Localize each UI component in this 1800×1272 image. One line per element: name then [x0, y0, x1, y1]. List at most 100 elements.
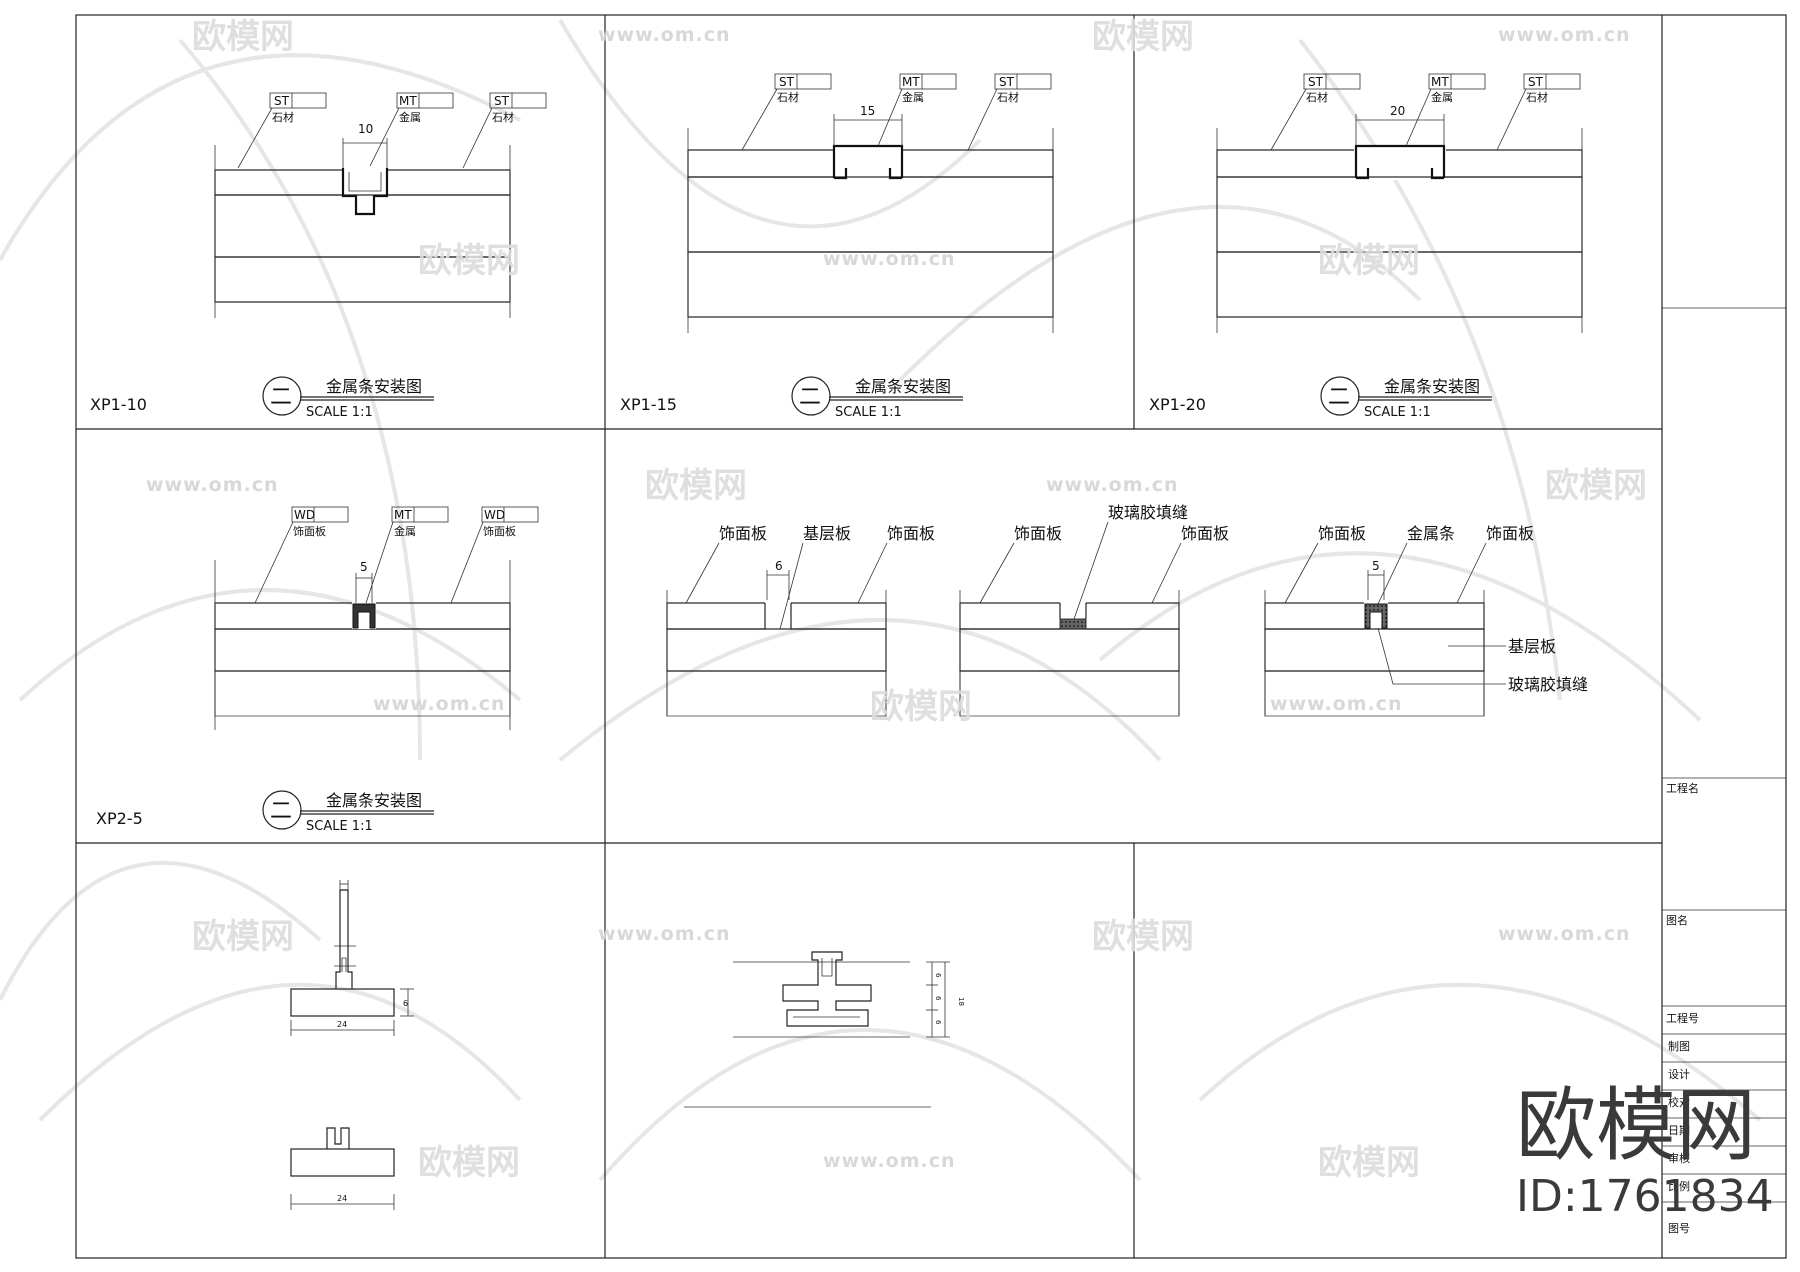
detail-scale: SCALE 1:1: [1364, 405, 1431, 420]
detail-circle-label: 二: [1328, 385, 1350, 410]
detail-xp1-20: 20 ST 石材 MT 金属 ST 石材 XP1-20 二 金属条安装图 SCA…: [1149, 73, 1583, 420]
tag-code: ST: [274, 94, 290, 108]
dim-label: 6: [775, 559, 783, 573]
tb-drawn: 制图: [1668, 1040, 1690, 1053]
dim-label: 6: [934, 973, 942, 978]
watermark-layer: www.om.cn www.om.cn www.om.cn www.om.cn …: [146, 17, 1647, 1183]
tag-name: 金属: [394, 524, 416, 538]
watermark-brand: 欧模网: [870, 687, 972, 727]
tb-project-no: 工程号: [1666, 1012, 1699, 1025]
tb-design: 设计: [1668, 1068, 1690, 1081]
dim-label: 6: [934, 1020, 942, 1025]
dim-label: 5: [1372, 559, 1380, 573]
brand-stamp: 欧模网 ID:1761834: [1516, 1079, 1774, 1222]
watermark-url: www.om.cn: [598, 923, 731, 945]
detail-code: XP2-5: [96, 809, 143, 828]
detail-scale: SCALE 1:1: [835, 405, 902, 420]
callout-panel: 饰面板: [1486, 524, 1534, 543]
callout-metal-strip: 金属条: [1407, 524, 1455, 543]
tag-code: MT: [902, 75, 920, 89]
watermark-brand: 欧模网: [1545, 466, 1647, 506]
tb-sheet-no: 图号: [1668, 1222, 1690, 1235]
watermark-url: www.om.cn: [1270, 693, 1403, 715]
detail-code: XP1-15: [620, 395, 677, 414]
title-block: 工程名 图名 工程号 制图 设计 校对 日期 审核 比例 图号: [1662, 307, 1786, 1235]
detail-xp2-5: 5 WD 饰面板 MT 金属 WD 饰面板 XP2-5 二 金属条安装图 SCA…: [96, 506, 539, 834]
tag-code: ST: [999, 75, 1015, 89]
dim-label: 5: [360, 560, 368, 574]
callout-base: 基层板: [1508, 637, 1556, 656]
watermark-url: www.om.cn: [1498, 24, 1631, 46]
tag-name: 饰面板: [483, 524, 516, 538]
detail-xp1-15: 15 ST 石材 MT 金属 ST 石材 XP1-15 二 金属条安装图 SCA…: [620, 73, 1054, 420]
watermark-brand: 欧模网: [1318, 241, 1420, 281]
tag-name: 金属: [902, 90, 924, 104]
detail-code: XP1-20: [1149, 395, 1206, 414]
watermark-brand: 欧模网: [1092, 17, 1194, 57]
callout-panel: 饰面板: [1014, 524, 1062, 543]
brand-stamp-id: ID:1761834: [1516, 1171, 1774, 1222]
callout-glue: 玻璃胶填缝: [1508, 675, 1588, 694]
tag-code: MT: [1431, 75, 1449, 89]
detail-scale: SCALE 1:1: [306, 819, 373, 834]
callout-glue: 玻璃胶填缝: [1108, 503, 1188, 522]
detail-title: 金属条安装图: [1384, 377, 1480, 396]
callout-base: 基层板: [803, 524, 851, 543]
tag-name: 石材: [272, 110, 294, 124]
detail-title: 金属条安装图: [855, 377, 951, 396]
detail-circle-label: 二: [270, 799, 292, 824]
callout-panel: 饰面板: [719, 524, 767, 543]
tag-code: MT: [399, 94, 417, 108]
watermark-url: www.om.cn: [146, 474, 279, 496]
callout-panel: 饰面板: [1318, 524, 1366, 543]
watermark-url: www.om.cn: [1498, 923, 1631, 945]
detail-xp1-10: 10 ST 石材 MT 金属 ST 石材 XP1-10 二 金属条安装图 SCA…: [90, 92, 547, 420]
profile-strip-b: 24: [290, 1127, 395, 1210]
detail-gap-a: 6 饰面板 基层板 饰面板: [666, 524, 935, 717]
watermark-url: www.om.cn: [823, 1150, 956, 1172]
watermark-brand: 欧模网: [645, 466, 747, 506]
tag-name: 石材: [1306, 90, 1328, 104]
tag-code: ST: [1528, 75, 1544, 89]
dim-label: 15: [860, 104, 875, 118]
tb-audit: 审核: [1668, 1151, 1690, 1165]
watermark-arcs: [0, 18, 1762, 1182]
watermark-brand: 欧模网: [418, 1143, 520, 1183]
tag-code: MT: [394, 508, 412, 522]
brand-stamp-name: 欧模网: [1516, 1079, 1756, 1172]
drawing-frame: [75, 14, 1787, 1259]
watermark-brand: 欧模网: [418, 241, 520, 281]
tag-name: 石材: [997, 90, 1019, 104]
watermark-url: www.om.cn: [598, 24, 731, 46]
tb-drawing-name: 图名: [1666, 913, 1688, 927]
watermark-brand: 欧模网: [1318, 1143, 1420, 1183]
watermark-url: www.om.cn: [1046, 474, 1179, 496]
detail-title: 金属条安装图: [326, 377, 422, 396]
detail-gap-c: 5 饰面板 金属条 饰面板 基层板 玻璃胶填缝: [1264, 524, 1588, 717]
dim-label: 24: [337, 1194, 347, 1203]
dim-label: 6: [403, 999, 408, 1008]
tag-name: 饰面板: [293, 524, 326, 538]
watermark-url: www.om.cn: [373, 693, 506, 715]
watermark-brand: 欧模网: [192, 17, 294, 57]
detail-scale: SCALE 1:1: [306, 405, 373, 420]
detail-circle-label: 二: [799, 385, 821, 410]
tag-code: ST: [1308, 75, 1324, 89]
tag-name: 石材: [492, 110, 514, 124]
dim-label: 18: [957, 997, 965, 1006]
watermark-url: www.om.cn: [823, 248, 956, 270]
detail-circle-label: 二: [270, 385, 292, 410]
tag-code: ST: [779, 75, 795, 89]
tb-date: 日期: [1668, 1124, 1690, 1137]
tag-code: WD: [294, 508, 315, 522]
dim-label: 20: [1390, 104, 1405, 118]
detail-code: XP1-10: [90, 395, 147, 414]
profile-strip-a: 24 6: [290, 880, 414, 1036]
watermark-brand: 欧模网: [192, 917, 294, 957]
tag-name: 金属: [1431, 90, 1453, 104]
detail-gap-b: 饰面板 玻璃胶填缝 饰面板: [959, 503, 1229, 717]
profile-strip-c: 6 6 6 18: [684, 951, 965, 1108]
callout-panel: 饰面板: [887, 524, 935, 543]
tag-code: ST: [494, 94, 510, 108]
